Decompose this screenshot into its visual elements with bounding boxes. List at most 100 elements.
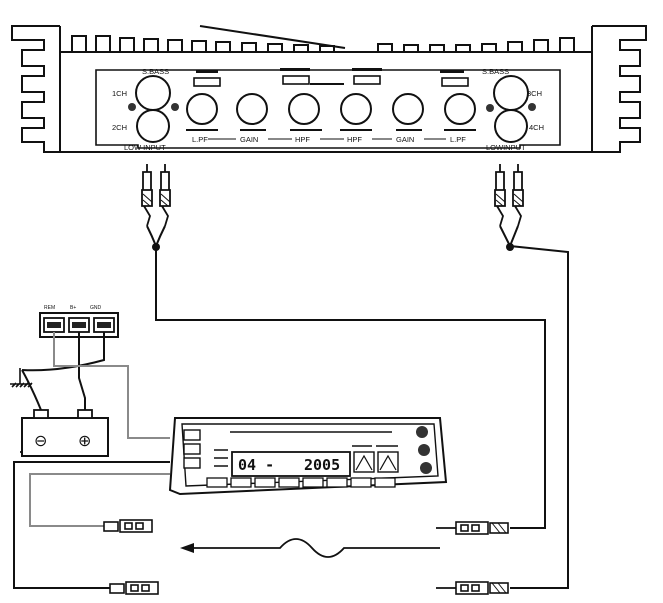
print-1	[196, 70, 218, 73]
label-sbass-left: S.BASS	[142, 67, 169, 76]
knob-gain-left[interactable]	[236, 93, 268, 125]
preset-button-2[interactable]	[230, 477, 252, 488]
knob-lpf-right[interactable]	[444, 93, 476, 125]
knob-lpf-left[interactable]	[186, 93, 218, 125]
amplifier-labels: 1CH 2CH 3CH 4CH S.BASS S.BASS LOW INPUT …	[112, 67, 544, 152]
lcd-display	[231, 451, 351, 477]
wire-remote	[53, 332, 170, 439]
preset-button-8[interactable]	[374, 477, 396, 488]
direction-arrow-icon	[186, 538, 440, 558]
jack-2ch[interactable]	[136, 109, 170, 143]
amplifier-led-dots	[128, 103, 536, 112]
print-8	[290, 129, 322, 131]
label-gnd: GND	[90, 305, 102, 311]
battery-negative-icon: ⊖	[34, 433, 47, 450]
led-left-a	[128, 103, 136, 111]
print-9	[340, 129, 372, 131]
print-4	[440, 70, 464, 73]
preset-button-6[interactable]	[326, 477, 348, 488]
battery-terminal-negative	[33, 409, 49, 419]
jack-3ch[interactable]	[493, 75, 529, 111]
label-b-plus: B+	[70, 305, 76, 311]
rca-plug-left-b	[159, 164, 171, 227]
knob-gain-right[interactable]	[392, 93, 424, 125]
rca-plug-left-a	[141, 164, 153, 227]
print-10	[396, 129, 422, 131]
print-7	[240, 129, 266, 131]
battery-positive-icon: ⊕	[78, 433, 91, 450]
preset-button-4[interactable]	[278, 477, 300, 488]
head-unit: 04 - 2005	[168, 417, 448, 496]
amplifier-knobs	[186, 93, 476, 125]
menu-knob[interactable]	[420, 462, 432, 474]
preset-button-3[interactable]	[254, 477, 276, 488]
rca-plugs-right	[494, 164, 524, 227]
rca-connector-lower-left-2	[109, 581, 159, 595]
wire-ground	[21, 332, 105, 411]
ground-symbol-icon	[10, 368, 33, 388]
rca-connector-lower-right-2	[455, 581, 509, 595]
switch-right[interactable]	[441, 77, 469, 87]
volume-knob[interactable]	[418, 444, 430, 456]
wire-head-gray	[29, 473, 170, 527]
head-unit-detail-marks	[214, 445, 398, 467]
amplifier-endcap-left	[11, 25, 60, 153]
led-right-a	[486, 104, 494, 112]
wire-head-power	[13, 461, 170, 589]
rca-cable-right-knot	[506, 243, 514, 251]
amplifier-fine-print	[186, 68, 476, 131]
screw-rem	[47, 322, 61, 328]
preset-button-7[interactable]	[350, 477, 372, 488]
amplifier-switches	[193, 75, 469, 87]
print-3	[352, 68, 382, 71]
label-lpf-right: L.PF	[450, 135, 466, 144]
label-hpf-left: HPF	[295, 135, 310, 144]
jack-1ch[interactable]	[135, 75, 171, 111]
seek-up-button[interactable]	[377, 451, 399, 473]
amplifier-body	[59, 51, 593, 153]
amplifier	[11, 25, 647, 153]
preset-button-5[interactable]	[302, 477, 324, 488]
print-6	[186, 129, 218, 131]
amplifier-top-edge	[59, 25, 593, 52]
label-gain-left: GAIN	[240, 135, 258, 144]
seek-down-button[interactable]	[353, 451, 375, 473]
amplifier-rca-jacks	[135, 75, 529, 143]
amplifier-endcap-right	[592, 25, 647, 153]
rca-cable-right	[499, 225, 569, 589]
label-lpf-left: L.PF	[192, 135, 208, 144]
knob-hpf-left[interactable]	[288, 93, 320, 125]
eject-button[interactable]	[183, 429, 201, 441]
knob-hpf-right[interactable]	[340, 93, 372, 125]
amplifier-heatsink-top	[62, 35, 590, 53]
label-low-input-left: LOW INPUT	[124, 143, 166, 152]
lcd-track-text: 04 -	[238, 456, 274, 474]
mode-button[interactable]	[183, 443, 201, 455]
wire-battery-positive	[78, 332, 86, 410]
print-5	[310, 83, 344, 85]
screw-bplus	[72, 322, 86, 328]
seek-icons	[355, 454, 397, 471]
preset-button-1[interactable]	[206, 477, 228, 488]
label-rem: REM	[44, 305, 55, 311]
rca-connector-lower-right-1	[455, 521, 509, 535]
rca-plug-left-hatch	[142, 193, 171, 207]
jack-4ch[interactable]	[494, 109, 528, 143]
label-sbass-right: S.BASS	[482, 67, 509, 76]
band-button[interactable]	[183, 457, 201, 469]
label-4ch: 4CH	[529, 123, 544, 132]
label-2ch: 2CH	[112, 123, 127, 132]
power-knob[interactable]	[416, 426, 428, 438]
lcd-year-text: 2005	[304, 456, 340, 474]
label-low-input-right: LOWINPUT	[486, 143, 526, 152]
rca-plug-right-hatch	[495, 193, 524, 207]
switch-center-left[interactable]	[282, 75, 310, 85]
switch-left[interactable]	[193, 77, 221, 87]
screw-gnd	[97, 322, 111, 328]
battery: ⊖ ⊕	[21, 409, 109, 457]
switch-center-right[interactable]	[353, 75, 381, 85]
rca-connector-lower-right-leads	[436, 527, 456, 589]
label-1ch: 1CH	[112, 89, 127, 98]
